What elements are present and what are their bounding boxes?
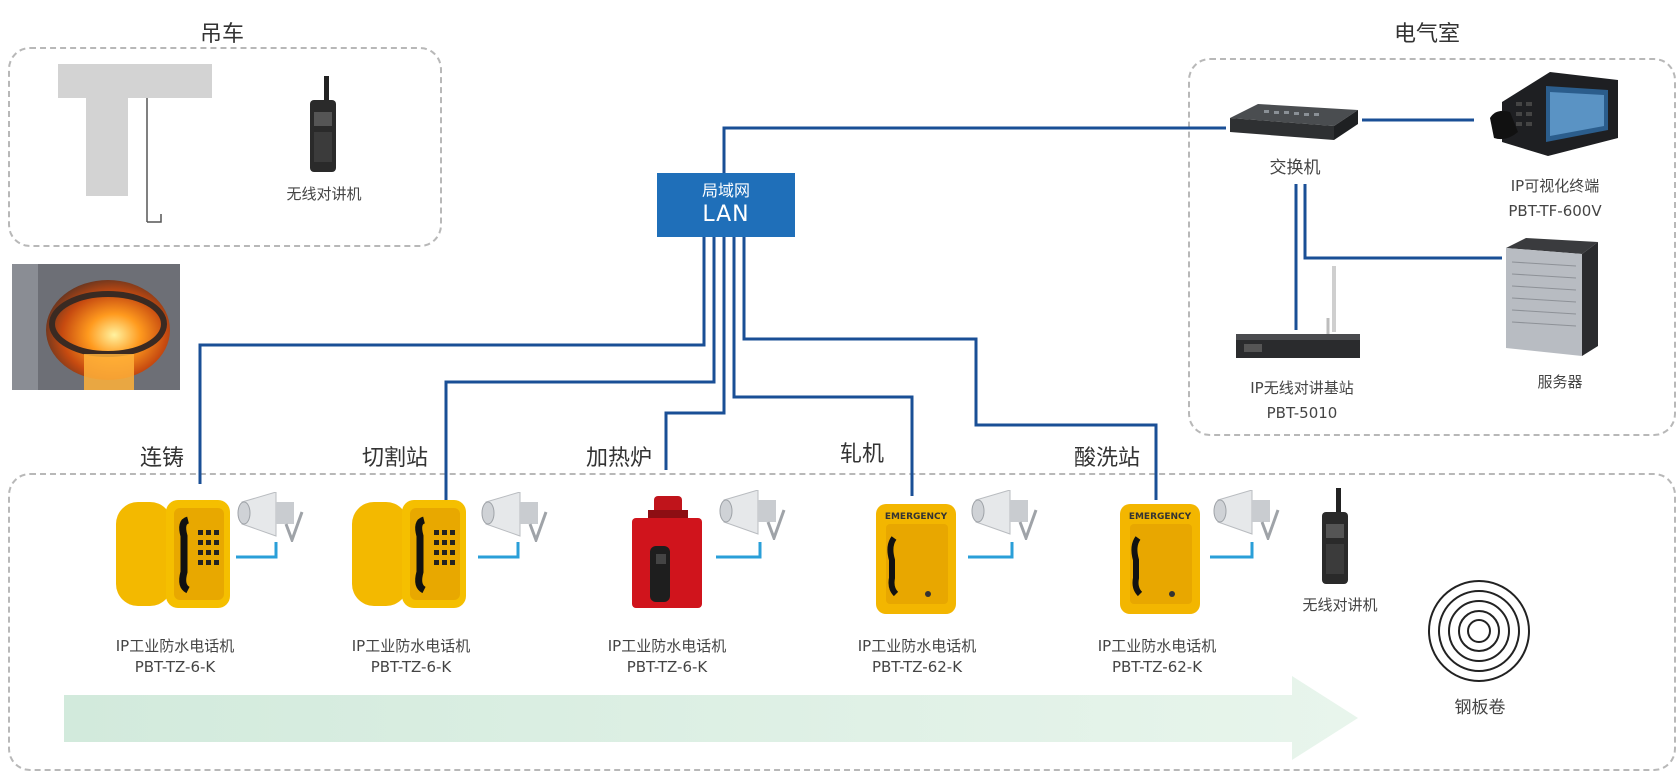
station-1-caption: IP工业防水电话机 PBT-TZ-6-K [90,636,260,678]
electrical-room-title: 电气室 [1394,22,1461,47]
horn-speaker-icon [719,490,786,540]
base-station-name: IP无线对讲基站 [1250,379,1354,397]
server-icon [1506,238,1598,356]
terminal-name: IP可视化终端 [1510,177,1600,195]
steel-coil-icon [1428,580,1530,682]
horn-speaker-icon [1213,490,1280,540]
crane-icon [58,64,212,223]
furnace-photo [12,264,180,390]
station-5-caption: IP工业防水电话机 PBT-TZ-62-K [1072,636,1242,678]
station-2-caption: IP工业防水电话机 PBT-TZ-6-K [326,636,496,678]
waterproof-phone-icon: EMERGENCY [1120,504,1200,614]
switch-label: 交换机 [1269,158,1321,178]
base-station-model: PBT-5010 [1266,404,1338,422]
radio-icon [310,76,336,172]
crane-zone [8,47,442,247]
device-model: PBT-TZ-62-K [871,658,963,676]
waterproof-phone-icon [352,500,466,608]
base-station-label: IP无线对讲基站 PBT-5010 [1232,378,1372,424]
device-model: PBT-TZ-6-K [370,658,452,676]
station-4-caption: IP工业防水电话机 PBT-TZ-62-K [832,636,1002,678]
emergency-text: EMERGENCY [885,512,948,522]
plant-floor-zone [8,473,1676,771]
station-title-casting: 连铸 [140,446,185,471]
lan-box: 局域网 LAN [657,173,795,237]
lan-label-cn: 局域网 [701,181,750,200]
device-name: IP工业防水电话机 [857,637,977,655]
terminal-model: PBT-TF-600V [1508,202,1602,220]
terminal-label: IP可视化终端 PBT-TF-600V [1480,176,1630,222]
steel-coil-label: 钢板卷 [1454,698,1506,718]
horn-speaker-icon [237,492,304,542]
horn-speaker-icon [971,490,1038,540]
crane-radio-label: 无线对讲机 [286,185,362,203]
switch-icon [1230,104,1358,140]
device-name: IP工业防水电话机 [351,637,471,655]
waterproof-phone-icon: EMERGENCY [876,504,956,614]
electrical-room-zone [1188,58,1676,436]
radio-icon [1322,488,1348,584]
base-station-icon [1236,266,1360,358]
crane-zone-title: 吊车 [200,22,245,47]
device-name: IP工业防水电话机 [115,637,235,655]
device-model: PBT-TZ-6-K [626,658,708,676]
station-3-caption: IP工业防水电话机 PBT-TZ-6-K [582,636,752,678]
device-name: IP工业防水电话机 [1097,637,1217,655]
waterproof-phone-icon [116,500,230,608]
device-model: PBT-TZ-62-K [1111,658,1203,676]
station-title-rolling-mill: 轧机 [840,442,885,467]
station-title-reheating-furnace: 加热炉 [586,446,653,471]
lan-label-en: LAN [702,202,750,227]
device-model: PBT-TZ-6-K [134,658,216,676]
server-label: 服务器 [1537,373,1583,391]
waterproof-phone-icon [632,496,702,608]
device-name: IP工业防水电话机 [607,637,727,655]
emergency-text: EMERGENCY [1129,512,1192,522]
ip-video-terminal-icon [1490,72,1618,156]
station-title-pickling: 酸洗站 [1074,446,1141,471]
station-title-cutting: 切割站 [362,446,429,471]
horn-speaker-icon [481,492,548,542]
plant-radio-label: 无线对讲机 [1302,596,1378,614]
